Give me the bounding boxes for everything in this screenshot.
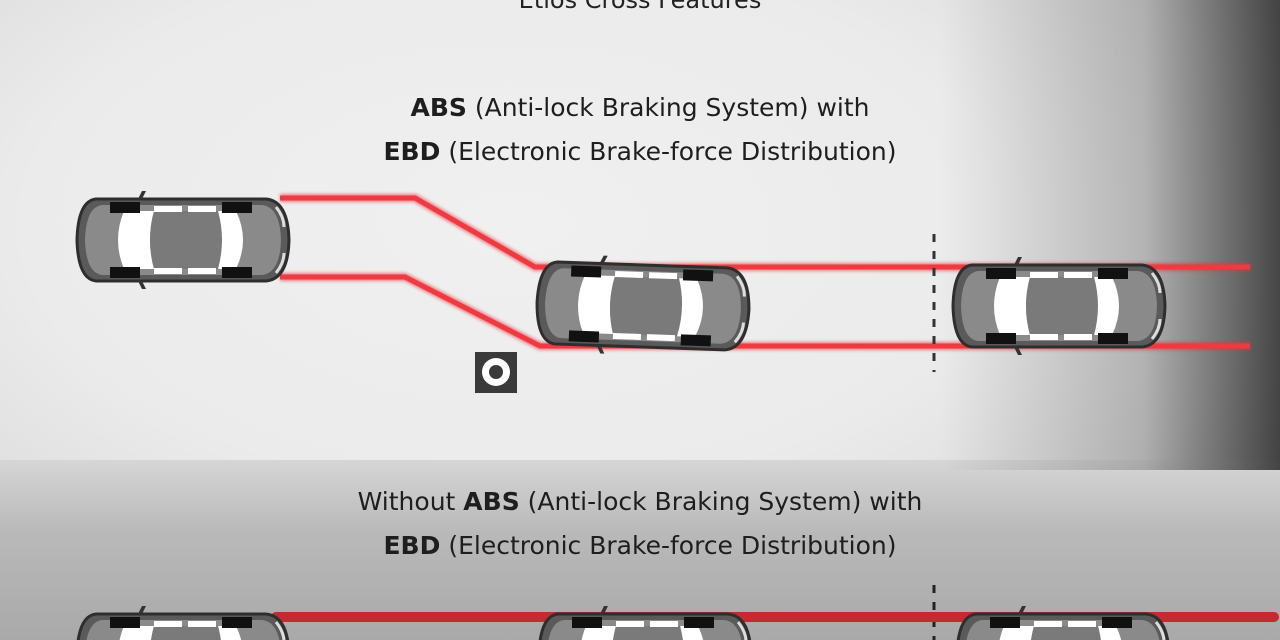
with-abs-heading: ABS (Anti-lock Braking System) with EBD …: [0, 86, 1280, 174]
car-top-view-icon: [951, 255, 1167, 357]
ebd-description: (Electronic Brake-force Distribution): [440, 531, 897, 560]
abs-label: ABS: [463, 487, 520, 516]
car-top-view-icon: [75, 604, 291, 640]
abs-description: (Anti-lock Braking System) with: [466, 93, 870, 122]
car-top-view-icon: [75, 189, 291, 291]
without-abs-heading: Without ABS (Anti-lock Braking System) w…: [0, 480, 1280, 568]
ebd-label: EBD: [383, 137, 441, 166]
car-top-view-icon: [533, 251, 753, 361]
car-top-view-icon: [955, 604, 1171, 640]
without-prefix: Without: [357, 487, 464, 516]
lower-panel-background: [0, 460, 1280, 640]
abs-track-lines: [280, 194, 1250, 350]
obstacle-icon: [475, 352, 517, 393]
abs-label: ABS: [410, 93, 467, 122]
ebd-label: EBD: [383, 531, 441, 560]
abs-description: (Anti-lock Braking System) with: [519, 487, 923, 516]
ebd-description: (Electronic Brake-force Distribution): [440, 137, 897, 166]
page-title: Etios Cross Features: [518, 0, 762, 14]
car-top-view-icon: [537, 604, 753, 640]
